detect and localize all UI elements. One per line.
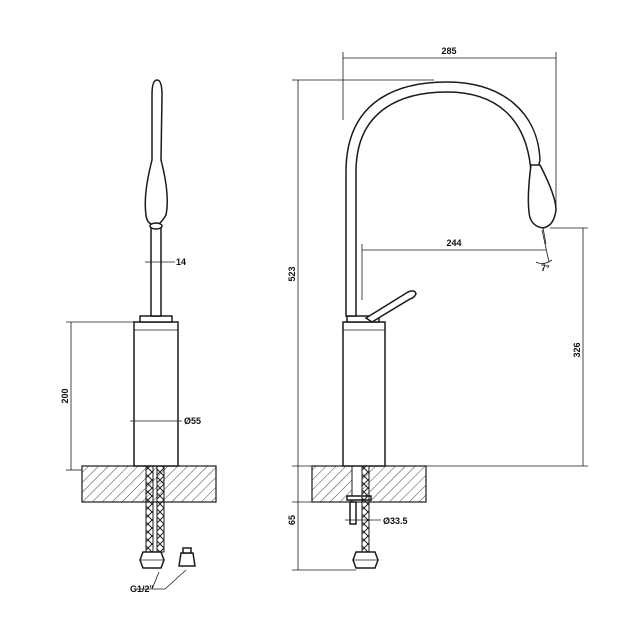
side-hose bbox=[156, 465, 165, 553]
front-lever bbox=[364, 290, 417, 323]
side-body bbox=[133, 321, 179, 467]
side-fitting bbox=[178, 552, 196, 567]
front-body bbox=[342, 321, 386, 467]
dim-body-diameter: Ø55 bbox=[184, 416, 201, 426]
dim-thread: G1/2" bbox=[130, 584, 154, 594]
side-spout-tube bbox=[150, 225, 162, 317]
dim-spout-outlet-height: 326 bbox=[572, 342, 582, 357]
side-spout-head bbox=[144, 79, 168, 226]
front-hose bbox=[361, 465, 370, 553]
dim-shank-diameter: Ø33.5 bbox=[383, 516, 408, 526]
dim-spout-reach: 244 bbox=[446, 238, 461, 248]
dim-max-deck-thickness: 65 bbox=[287, 515, 297, 525]
dim-overall-width: 285 bbox=[441, 46, 456, 56]
front-gooseneck bbox=[345, 81, 541, 317]
dim-spout-diameter: 14 bbox=[176, 257, 186, 267]
front-spout-head bbox=[527, 164, 557, 229]
side-hose bbox=[145, 465, 154, 553]
front-view: 285 523 244 7° 326 65 Ø33.5 bbox=[287, 46, 588, 571]
dim-tilt-angle: 7° bbox=[541, 263, 550, 273]
dim-overall-height: 523 bbox=[287, 266, 297, 281]
dim-body-height: 200 bbox=[60, 388, 70, 403]
side-view: 14 200 Ø55 G1/2" bbox=[60, 79, 217, 594]
